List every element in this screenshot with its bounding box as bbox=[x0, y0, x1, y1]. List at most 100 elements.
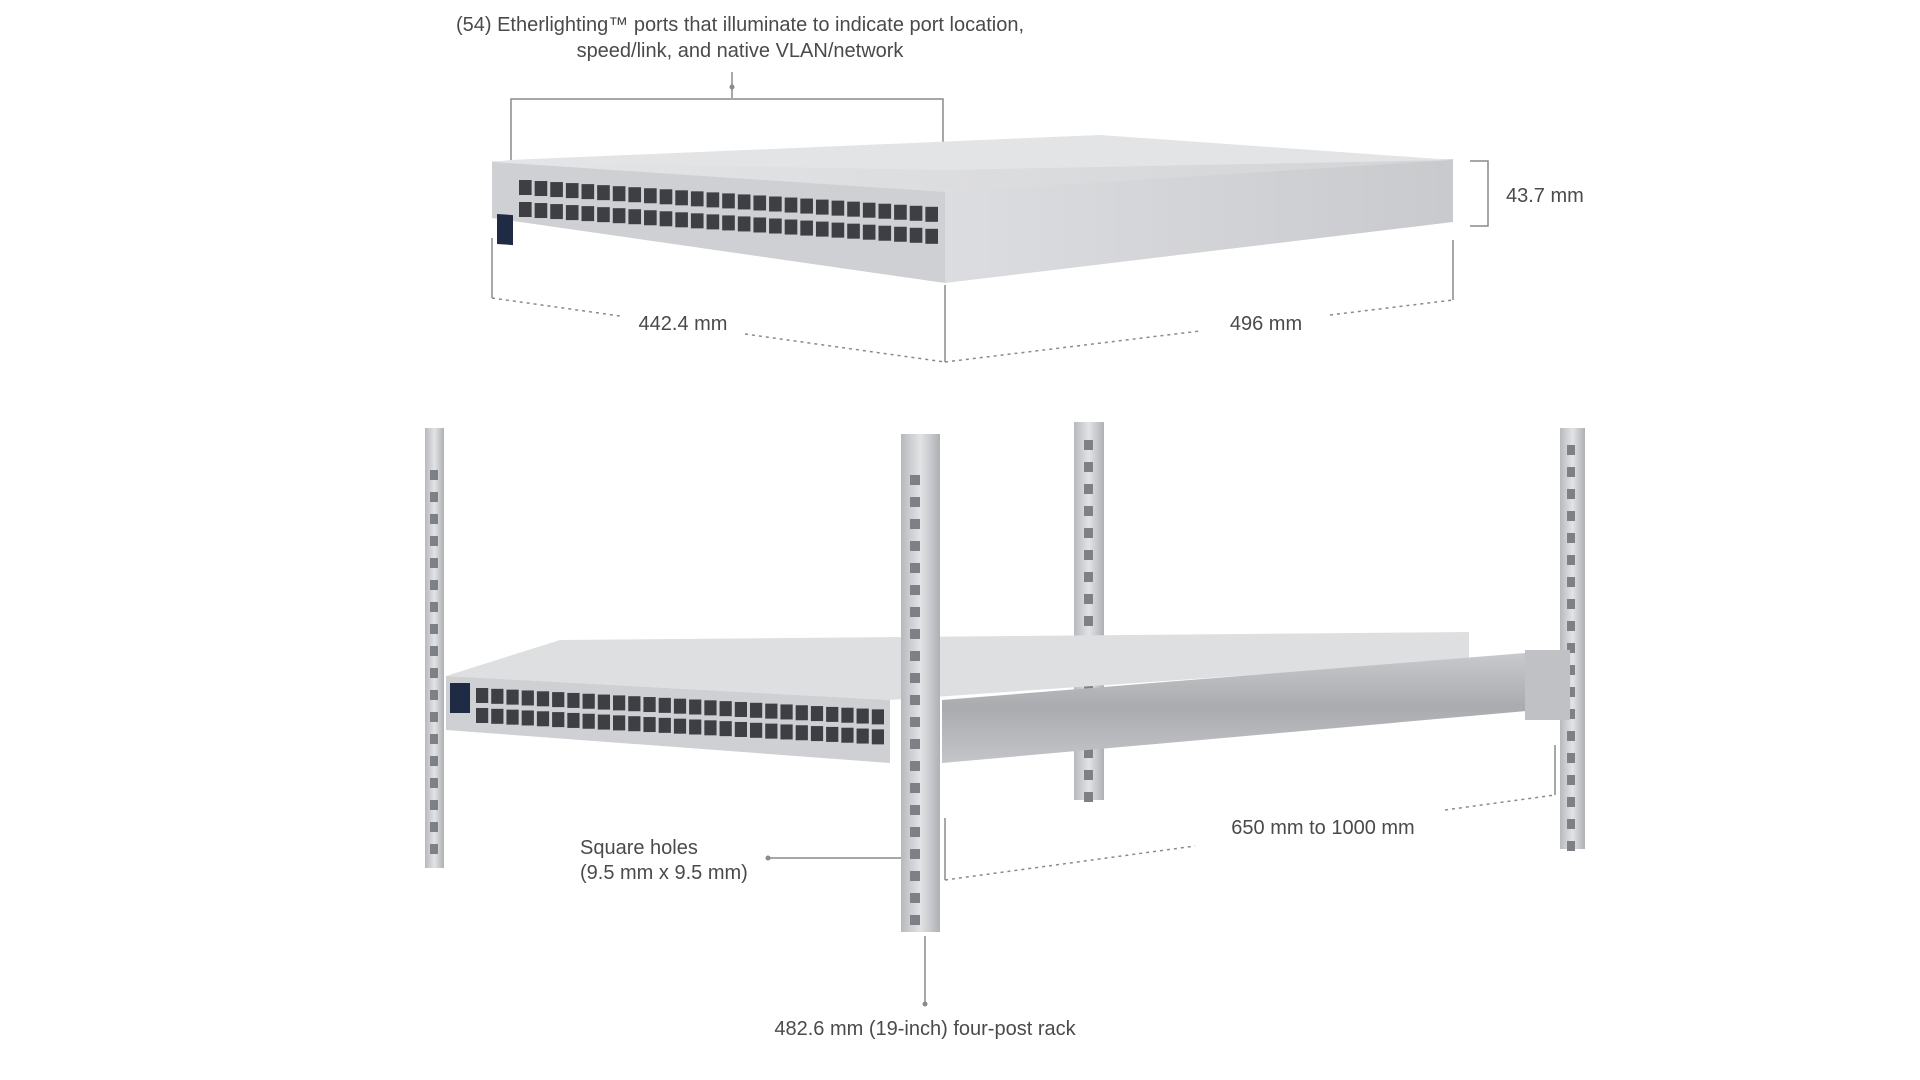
square-hole bbox=[430, 756, 438, 766]
port bbox=[800, 220, 813, 236]
port bbox=[706, 192, 720, 208]
port bbox=[644, 210, 657, 226]
square-hole bbox=[910, 629, 920, 639]
port bbox=[894, 204, 907, 220]
top-view: (54) Etherlighting™ ports that illuminat… bbox=[456, 14, 1584, 363]
square-hole bbox=[1567, 555, 1575, 565]
port bbox=[753, 217, 767, 233]
square-hole bbox=[430, 734, 438, 744]
square-hole bbox=[1567, 841, 1575, 851]
square-hole bbox=[1567, 753, 1575, 763]
port bbox=[673, 698, 687, 714]
port bbox=[750, 722, 763, 738]
square-hole bbox=[1567, 665, 1575, 675]
square-hole bbox=[1084, 528, 1093, 538]
port bbox=[826, 726, 839, 742]
port bbox=[734, 701, 747, 717]
port bbox=[519, 180, 532, 195]
port bbox=[750, 702, 763, 718]
square-hole bbox=[1567, 577, 1575, 587]
ports-callout-line1: (54) Etherlighting™ ports that illuminat… bbox=[456, 14, 1024, 36]
port bbox=[737, 216, 751, 232]
square-hole bbox=[430, 778, 438, 788]
square-hole bbox=[430, 536, 438, 546]
port bbox=[689, 719, 702, 735]
port bbox=[769, 218, 782, 234]
square-hole bbox=[910, 915, 920, 925]
port bbox=[810, 726, 824, 742]
square-hole bbox=[430, 690, 438, 700]
square-hole bbox=[910, 695, 920, 705]
square-hole bbox=[430, 800, 438, 810]
square-hole bbox=[1084, 682, 1093, 692]
height-dimension: 43.7 mm bbox=[1470, 160, 1584, 227]
port bbox=[597, 207, 610, 223]
port bbox=[613, 715, 626, 731]
square-hole bbox=[1084, 550, 1093, 560]
square-hole bbox=[910, 475, 920, 485]
rack-type-callout: 482.6 mm (19-inch) four-post rack bbox=[774, 936, 1077, 1040]
width-label: 442.4 mm bbox=[639, 313, 728, 335]
port bbox=[689, 699, 702, 715]
port bbox=[597, 694, 610, 710]
rack-post-front-right bbox=[901, 434, 940, 932]
square-holes-line2: (9.5 mm x 9.5 mm) bbox=[580, 862, 748, 884]
port bbox=[581, 206, 595, 222]
port bbox=[925, 206, 938, 222]
port bbox=[784, 219, 798, 235]
port bbox=[675, 190, 688, 206]
square-hole bbox=[1084, 506, 1093, 516]
square-hole bbox=[910, 805, 920, 815]
port bbox=[628, 716, 641, 732]
port bbox=[506, 709, 519, 725]
port bbox=[722, 215, 735, 231]
switch-chassis bbox=[492, 135, 1453, 283]
square-hole bbox=[910, 871, 920, 881]
port bbox=[519, 202, 532, 217]
port bbox=[506, 689, 519, 705]
port bbox=[847, 223, 860, 239]
square-hole bbox=[1567, 709, 1575, 719]
rack-switch-top bbox=[446, 632, 1469, 700]
square-hole bbox=[1084, 616, 1093, 626]
port bbox=[810, 706, 824, 722]
port bbox=[567, 712, 580, 728]
port bbox=[925, 228, 938, 244]
square-hole bbox=[430, 580, 438, 590]
square-hole bbox=[910, 585, 920, 595]
port bbox=[734, 721, 747, 737]
square-hole bbox=[430, 844, 438, 854]
rack-rail-bracket bbox=[1525, 650, 1570, 720]
square-hole bbox=[910, 541, 920, 551]
port bbox=[550, 204, 563, 220]
port bbox=[815, 221, 829, 237]
port bbox=[552, 692, 565, 708]
square-hole bbox=[1567, 819, 1575, 829]
square-hole bbox=[910, 761, 920, 771]
square-hole bbox=[1567, 511, 1575, 521]
square-hole bbox=[1567, 797, 1575, 807]
square-hole bbox=[1084, 572, 1093, 582]
square-hole bbox=[1567, 489, 1575, 499]
square-hole bbox=[1567, 467, 1575, 477]
port bbox=[704, 700, 717, 716]
port bbox=[878, 203, 892, 219]
square-hole bbox=[1567, 687, 1575, 697]
width-depth-dimensions: 442.4 mm 496 mm bbox=[491, 238, 1454, 363]
square-hole bbox=[910, 717, 920, 727]
port bbox=[612, 186, 626, 202]
port bbox=[856, 728, 869, 744]
port bbox=[841, 707, 854, 723]
square-hole bbox=[910, 497, 920, 507]
square-hole bbox=[430, 646, 438, 656]
rack-status-display bbox=[450, 683, 470, 713]
port bbox=[841, 727, 854, 743]
port bbox=[815, 199, 829, 215]
port bbox=[491, 708, 504, 724]
port bbox=[581, 184, 595, 200]
square-hole bbox=[430, 712, 438, 722]
square-hole bbox=[910, 739, 920, 749]
square-hole bbox=[1567, 445, 1575, 455]
port bbox=[628, 187, 642, 203]
status-display bbox=[497, 214, 513, 246]
